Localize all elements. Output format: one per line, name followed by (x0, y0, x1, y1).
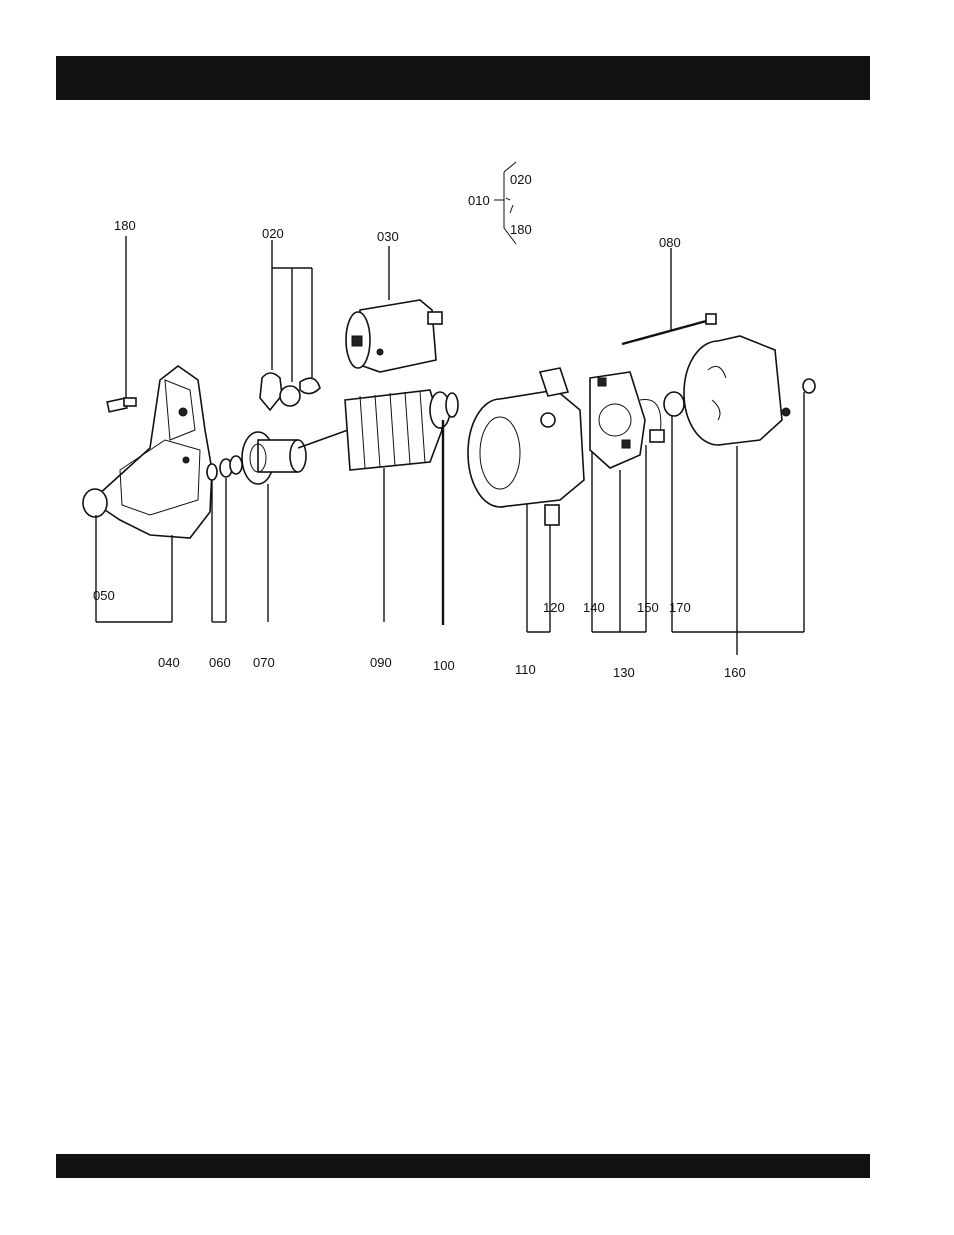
label-080: 080 (659, 235, 681, 250)
assembly-key: 010 020 180 (468, 162, 532, 244)
label-100: 100 (433, 658, 455, 673)
part-070-pinion-clutch: 070 (242, 432, 306, 670)
label-090: 090 (370, 655, 392, 670)
part-100-rod: 100 (433, 420, 455, 673)
label-130: 130 (613, 665, 635, 680)
key-parent-label: 010 (468, 193, 490, 208)
part-090-armature: 090 (298, 390, 458, 670)
label-020: 020 (262, 226, 284, 241)
key-range-end: 180 (510, 222, 532, 237)
part-050-bushing: 050 040 (93, 515, 180, 670)
label-150: 150 (637, 600, 659, 615)
starter-motor-exploded-diagram: 010 020 180 180 050 040 060 (0, 0, 954, 720)
part-180-bolt: 180 (107, 218, 136, 412)
label-070: 070 (253, 655, 275, 670)
part-160-end-cover: 160 (684, 336, 815, 680)
label-170: 170 (669, 600, 691, 615)
part-110-yoke: 110 120 (468, 368, 584, 677)
part-040-drive-housing (83, 366, 212, 538)
part-060-washers: 060 (207, 456, 242, 670)
footer-bar (56, 1154, 870, 1178)
label-120: 120 (543, 600, 565, 615)
label-110: 110 (515, 662, 536, 677)
part-020-lever-set: 020 (260, 226, 320, 410)
label-050: 050 (93, 588, 115, 603)
label-030: 030 (377, 229, 399, 244)
label-140: 140 (583, 600, 605, 615)
part-080-through-bolt: 080 (622, 235, 716, 344)
label-040: 040 (158, 655, 180, 670)
key-range-start: 020 (510, 172, 532, 187)
label-060: 060 (209, 655, 231, 670)
part-130-brush-holder: 140 150 130 (583, 372, 664, 680)
part-030-solenoid: 030 (346, 229, 442, 372)
label-160: 160 (724, 665, 746, 680)
label-180: 180 (114, 218, 136, 233)
